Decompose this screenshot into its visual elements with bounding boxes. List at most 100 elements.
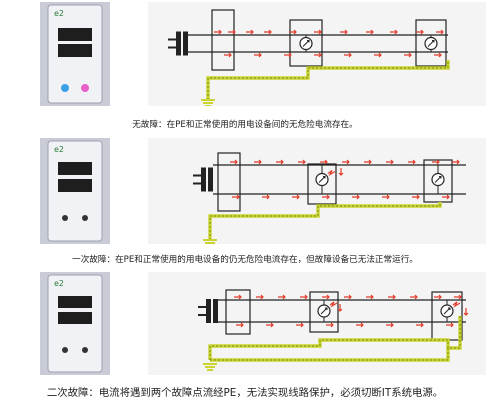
current-arrow [410, 294, 418, 300]
pe-conductor-dash [207, 60, 449, 100]
distribution-box [217, 152, 241, 212]
fault-lightning-icon [327, 170, 336, 177]
current-arrow [374, 52, 382, 58]
current-arrow [416, 322, 424, 328]
caption-first-fault: 一次故障：在PE和正常使用的用电设备的仍无危险电流存在，但故障设备已无法正常运行… [0, 253, 490, 265]
current-arrow [338, 168, 344, 176]
current-arrow [352, 194, 360, 200]
device-button-left [62, 215, 68, 221]
pe-conductor-dash [209, 316, 461, 361]
current-arrow [326, 322, 334, 328]
current-arrow [340, 29, 348, 35]
current-arrow [230, 159, 238, 165]
current-arrow [246, 29, 254, 35]
current-arrow [314, 52, 322, 58]
device-button-left [61, 84, 69, 92]
load-enclosure [289, 19, 323, 67]
caption-text: 电流将遇到两个故障点流经PE，无法实现线路保护，必须切断IT系统电源。 [98, 387, 444, 399]
fault-lightning-icon [452, 301, 461, 308]
current-arrow [386, 322, 394, 328]
caption-second-fault: 二次故障：电流将遇到两个故障点流经PE，无法实现线路保护，必须切断IT系统电源。 [0, 384, 490, 399]
device-button-right [81, 84, 89, 92]
current-arrow [284, 52, 292, 58]
current-arrow [344, 52, 352, 58]
current-arrow [214, 29, 222, 35]
current-arrow [236, 322, 244, 328]
current-arrow [254, 159, 262, 165]
current-arrow [442, 194, 450, 200]
diagram-panel-no-fault: e2 无故障：在PE和正常使用的用电设备间的无危险电流存在。 [0, 0, 490, 135]
current-arrow [432, 159, 440, 165]
current-arrow [292, 194, 300, 200]
insulation-monitor-photo: e2 [40, 138, 110, 244]
current-arrow [452, 159, 460, 165]
current-arrow [224, 52, 232, 58]
diagram-panel-second-fault: e2 二次故障：电流将遇到两个故障点流经PE，无法实现线路保护，必须切断IT系统… [0, 272, 490, 411]
load-arrow-icon [302, 40, 310, 47]
current-arrow [366, 29, 374, 35]
insulation-monitor-photo: e2 [40, 272, 110, 375]
load-enclosure [307, 163, 337, 205]
device-button-right [82, 347, 88, 353]
current-arrow [463, 308, 469, 316]
device-button-left [62, 347, 68, 353]
transformer-primary [201, 167, 206, 192]
distribution-box [225, 289, 251, 335]
supply-line [198, 306, 206, 316]
pe-conductor [206, 60, 450, 100]
caption-text: 在PE和正常使用的用电设备的仍无危险电流存在，但故障设备已无法正常运行。 [115, 255, 418, 265]
current-arrow [322, 194, 330, 200]
current-arrow [356, 322, 364, 328]
load-enclosure [423, 159, 453, 203]
current-arrow [408, 159, 416, 165]
transformer-primary [176, 31, 181, 56]
load-arrow-icon [318, 176, 326, 183]
current-arrow [266, 322, 274, 328]
current-arrow [276, 159, 284, 165]
current-arrow [264, 29, 272, 35]
it-system-diagram-no-fault [168, 9, 450, 107]
caption-text: 在PE和正常使用的用电设备间的无危险电流存在。 [166, 120, 358, 130]
current-arrow [342, 159, 350, 165]
supply-line [193, 174, 201, 185]
current-arrow [254, 52, 262, 58]
load-arrow-icon [434, 176, 442, 183]
fault-lightning-icon [329, 301, 338, 308]
transformer-secondary [183, 31, 188, 56]
current-arrow [344, 294, 352, 300]
insulation-monitor-device: e2 [47, 274, 103, 373]
current-arrow [262, 194, 270, 200]
current-arrow [232, 194, 240, 200]
insulation-monitor-device: e2 [47, 4, 103, 104]
load-arrow-icon [427, 40, 435, 47]
current-arrow [404, 52, 412, 58]
device-logo: e2 [54, 145, 64, 154]
load-arrow-icon [443, 307, 451, 315]
current-arrow [298, 159, 306, 165]
current-arrow [278, 294, 286, 300]
current-arrow [364, 159, 372, 165]
load-enclosure [415, 19, 447, 67]
current-arrow [256, 294, 264, 300]
caption-no-fault: 无故障：在PE和正常使用的用电设备间的无危险电流存在。 [0, 118, 490, 130]
current-arrow [289, 29, 297, 35]
ground-symbol [203, 363, 217, 371]
current-arrow [434, 294, 442, 300]
current-arrow [234, 294, 242, 300]
caption-label: 无故障： [132, 120, 167, 130]
device-button-right [82, 215, 88, 221]
insulation-monitor-photo: e2 [40, 2, 110, 106]
it-system-diagram-second-fault [198, 289, 469, 371]
distribution-box [211, 9, 235, 71]
current-arrow [314, 29, 322, 35]
it-system-diagram-first-fault [193, 152, 466, 247]
current-arrow [386, 159, 394, 165]
device-logo: e2 [54, 9, 64, 18]
current-arrow [454, 294, 462, 300]
current-arrow [382, 194, 390, 200]
current-arrow [228, 29, 236, 35]
ground-symbol [203, 239, 217, 247]
current-arrow [388, 294, 396, 300]
current-arrow [416, 29, 424, 35]
pe-conductor-dash [209, 202, 441, 240]
